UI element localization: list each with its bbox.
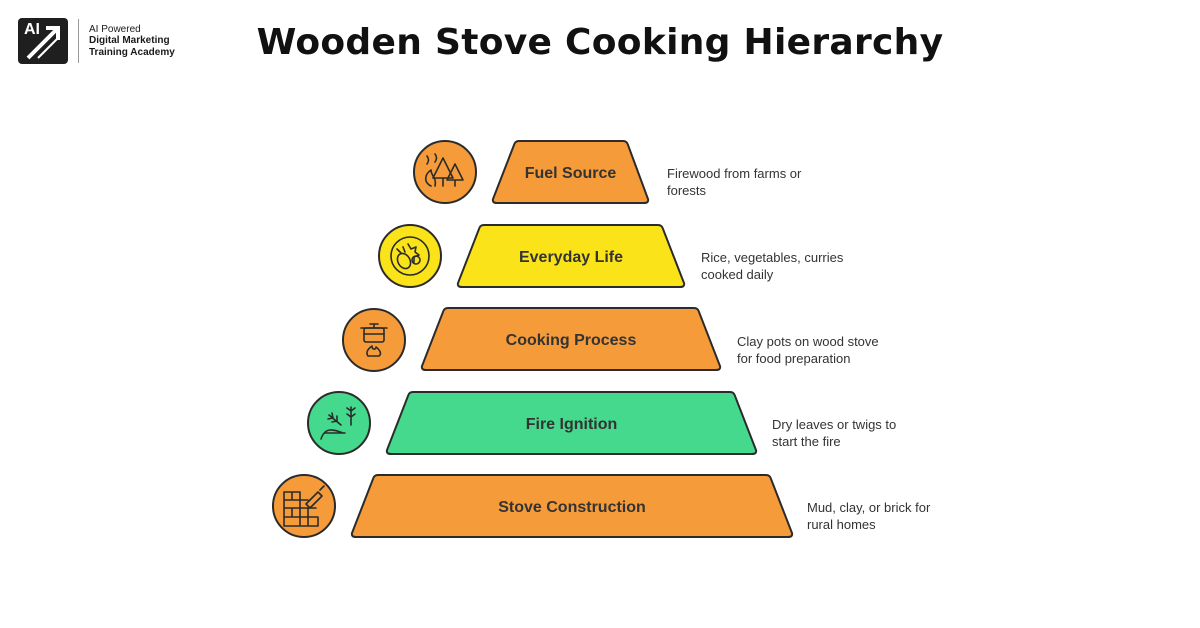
description-line: Rice, vegetables, curries bbox=[701, 250, 844, 265]
brand-name: AI Powered Digital Marketing Training Ac… bbox=[89, 24, 175, 59]
icon-badge bbox=[342, 308, 406, 372]
tier-shape bbox=[420, 307, 722, 371]
logo-mark-text: AI bbox=[24, 21, 40, 38]
arrow-up-icon bbox=[26, 26, 60, 60]
icon-badge bbox=[413, 140, 477, 204]
level-1: Fuel Source bbox=[413, 140, 650, 204]
level-2: Everyday Life bbox=[378, 224, 686, 288]
description-line: Dry leaves or twigs to bbox=[772, 417, 897, 432]
description-line: forests bbox=[667, 182, 707, 198]
brand-logo: AI AI Powered Digital Marketing Training… bbox=[18, 18, 175, 64]
level-5: Stove Construction bbox=[272, 474, 794, 538]
twigs-icon bbox=[320, 406, 356, 440]
description-line: Mud, clay, or brick for bbox=[807, 500, 931, 515]
brand-line-3: Training Academy bbox=[89, 46, 175, 58]
page-title: Wooden Stove Cooking Hierarchy bbox=[256, 22, 944, 63]
icon-badge bbox=[272, 474, 336, 538]
tier-shape bbox=[385, 391, 758, 455]
logo-divider bbox=[78, 19, 79, 63]
level-3: Cooking Process bbox=[342, 307, 722, 372]
tier-shape bbox=[491, 140, 650, 204]
icon-badge bbox=[378, 224, 442, 288]
description-line: cooked daily bbox=[701, 266, 774, 282]
brick-wall-icon bbox=[283, 485, 325, 527]
description-line: rural homes bbox=[807, 516, 876, 532]
tier-label: Fire Ignition bbox=[526, 416, 618, 433]
tier-label: Fuel Source bbox=[525, 165, 617, 182]
tier-label: Everyday Life bbox=[519, 249, 623, 266]
level-4: Fire Ignition bbox=[307, 391, 758, 455]
description-line: for food preparation bbox=[737, 350, 851, 366]
tier-shape bbox=[456, 224, 686, 288]
tier-label: Stove Construction bbox=[498, 499, 646, 516]
forest-fire-icon bbox=[424, 153, 464, 187]
brand-line-2: Digital Marketing bbox=[89, 35, 170, 47]
tier-label: Cooking Process bbox=[506, 332, 637, 349]
tier-shape bbox=[350, 474, 794, 538]
logo-mark: AI bbox=[18, 18, 68, 64]
description-line: start the fire bbox=[772, 433, 841, 449]
pot-on-fire-icon bbox=[360, 323, 388, 357]
food-plate-icon bbox=[390, 236, 430, 276]
brand-line-1: AI Powered bbox=[89, 23, 141, 35]
description-line: Clay pots on wood stove bbox=[737, 334, 879, 349]
description-line: Firewood from farms or bbox=[667, 166, 802, 181]
